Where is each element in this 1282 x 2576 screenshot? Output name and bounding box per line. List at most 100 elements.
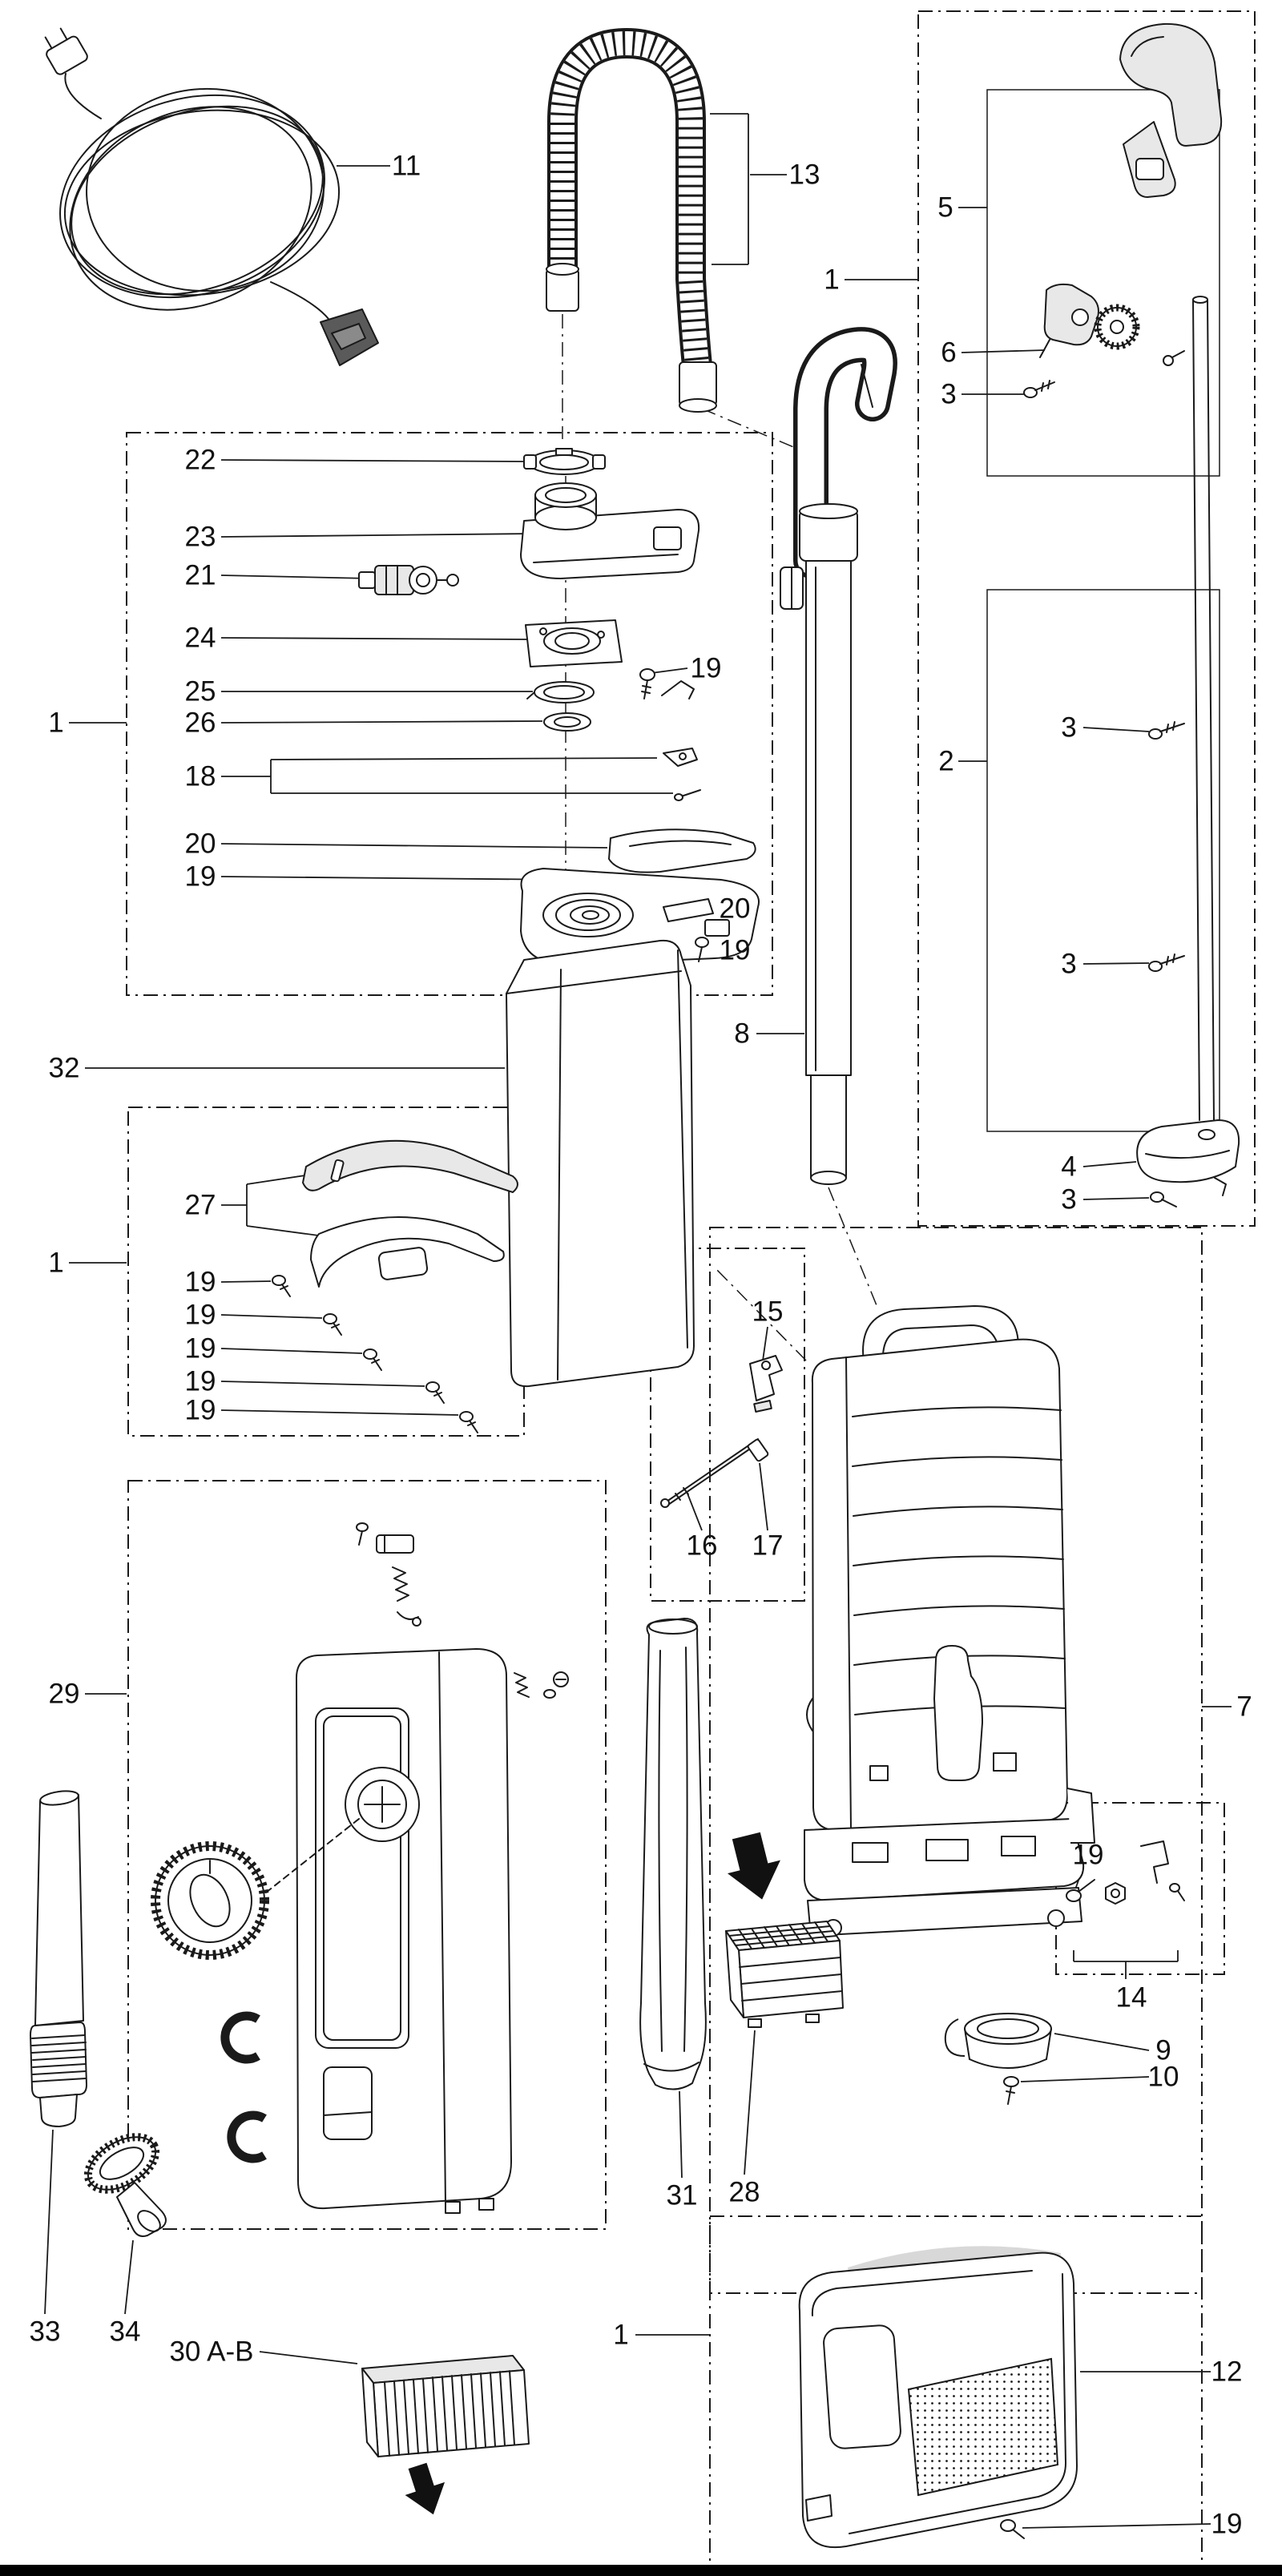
callout-label-3: 3: [1061, 1183, 1077, 1215]
callout-label-25: 25: [184, 675, 216, 707]
filter-sleeve-part: [639, 1618, 707, 2090]
axis-line: [701, 408, 802, 451]
group-box-1: [126, 432, 773, 996]
callout-label-19: 19: [184, 1394, 216, 1426]
leader-line: [220, 459, 528, 462]
callout-label-22: 22: [184, 444, 216, 476]
main-body-part: [804, 1305, 1095, 1937]
callout-label-30-a-b: 30 A-B: [169, 2336, 254, 2368]
leader-line: [1020, 2076, 1150, 2082]
leader-line: [220, 720, 543, 724]
callout-label-4: 4: [1061, 1151, 1077, 1183]
group-box-7: [650, 1248, 805, 1602]
leader-line: [220, 533, 534, 538]
callout-label-19: 19: [184, 1332, 216, 1365]
leader-line: [1054, 2033, 1150, 2051]
bottom-housing-part: [798, 2246, 1078, 2549]
callout-label-10: 10: [1147, 2061, 1179, 2093]
leader-line: [220, 574, 371, 579]
group-box-2: [917, 10, 1256, 1227]
callout-label-2: 2: [938, 745, 954, 777]
leader-line: [1082, 727, 1150, 732]
callout-label-7: 7: [1236, 1691, 1252, 1723]
bottom-edge-bar: [0, 2565, 1282, 2576]
callout-label-29: 29: [48, 1678, 80, 1710]
callout-label-32: 32: [48, 1052, 80, 1084]
leader-line: [220, 1409, 459, 1416]
leader-line: [679, 2090, 683, 2179]
leader-line: [220, 1348, 363, 1354]
power-cord-part: [44, 27, 379, 366]
leader-line: [759, 1462, 768, 1531]
callout-label-12: 12: [1211, 2356, 1243, 2388]
callout-label-3: 3: [1061, 948, 1077, 980]
callout-label-13: 13: [788, 159, 820, 191]
hose-part: [546, 27, 717, 413]
axis-line: [828, 1187, 879, 1310]
leader-line: [762, 1326, 768, 1361]
bag-dock-parts: [358, 448, 760, 965]
callout-label-15: 15: [752, 1296, 784, 1328]
leader-line: [220, 843, 608, 849]
group-box-5: [127, 1107, 525, 1437]
suction-dial: [151, 1841, 269, 1960]
callout-label-19: 19: [719, 934, 751, 966]
callout-label-1: 1: [824, 264, 840, 296]
crevice-tool-part: [30, 1790, 87, 2127]
leader-line: [44, 2129, 54, 2315]
leader-line: [220, 1314, 323, 1319]
generated-lines-layer: [44, 10, 1256, 2566]
leader-line: [220, 1381, 425, 1387]
callout-label-3: 3: [941, 378, 957, 410]
leader-line: [744, 2030, 756, 2175]
leader-line: [220, 1280, 272, 1283]
callout-label-9: 9: [1155, 2034, 1171, 2066]
callout-label-21: 21: [184, 559, 216, 591]
handle-cover-parts: [272, 1139, 518, 1433]
leader-line: [124, 2239, 134, 2315]
callout-label-1: 1: [48, 1247, 64, 1279]
callout-label-19: 19: [184, 1299, 216, 1331]
brush-tool-part: [83, 2133, 167, 2237]
elbow-cap-parts: [944, 2013, 1052, 2105]
group-box-4: [986, 589, 1220, 1132]
callout-label-27: 27: [184, 1189, 216, 1221]
down-arrow-icon: [405, 2462, 445, 2515]
axis-line: [714, 1267, 807, 1361]
dust-bag-part: [506, 939, 695, 1388]
callout-label-19: 19: [690, 652, 722, 684]
callout-label-23: 23: [184, 521, 216, 553]
leader-line: [1082, 962, 1150, 965]
handle-release-lever: [1043, 283, 1099, 346]
callout-label-17: 17: [752, 1530, 784, 1562]
callout-label-19: 19: [184, 1266, 216, 1298]
callout-label-28: 28: [728, 2176, 760, 2208]
callout-label-1: 1: [48, 707, 64, 739]
callout-label-19: 19: [184, 861, 216, 893]
callout-label-19: 19: [1211, 2508, 1243, 2540]
callout-label-26: 26: [184, 707, 216, 739]
leader-line: [961, 349, 1046, 353]
callout-label-19: 19: [1072, 1839, 1104, 1871]
callout-label-5: 5: [937, 191, 953, 224]
group-box-3: [986, 89, 1220, 477]
leader-line: [220, 637, 528, 640]
callout-label-11: 11: [391, 150, 421, 182]
group-box-6: [127, 1480, 607, 2230]
leader-line: [259, 2351, 358, 2364]
wand-tube-part: [780, 327, 897, 1185]
callout-label-3: 3: [1061, 712, 1077, 744]
callout-label-6: 6: [941, 337, 957, 369]
leader-line: [220, 876, 573, 881]
callout-label-31: 31: [666, 2179, 698, 2211]
leader-line: [1082, 1197, 1150, 1200]
wall-plug: [320, 308, 379, 366]
callout-label-16: 16: [686, 1530, 718, 1562]
callout-label-19: 19: [184, 1365, 216, 1397]
callout-label-33: 33: [29, 2316, 61, 2348]
down-arrow-icon: [727, 1832, 780, 1900]
leader-line: [1022, 2523, 1211, 2529]
exhaust-filter-part: [361, 2355, 530, 2515]
